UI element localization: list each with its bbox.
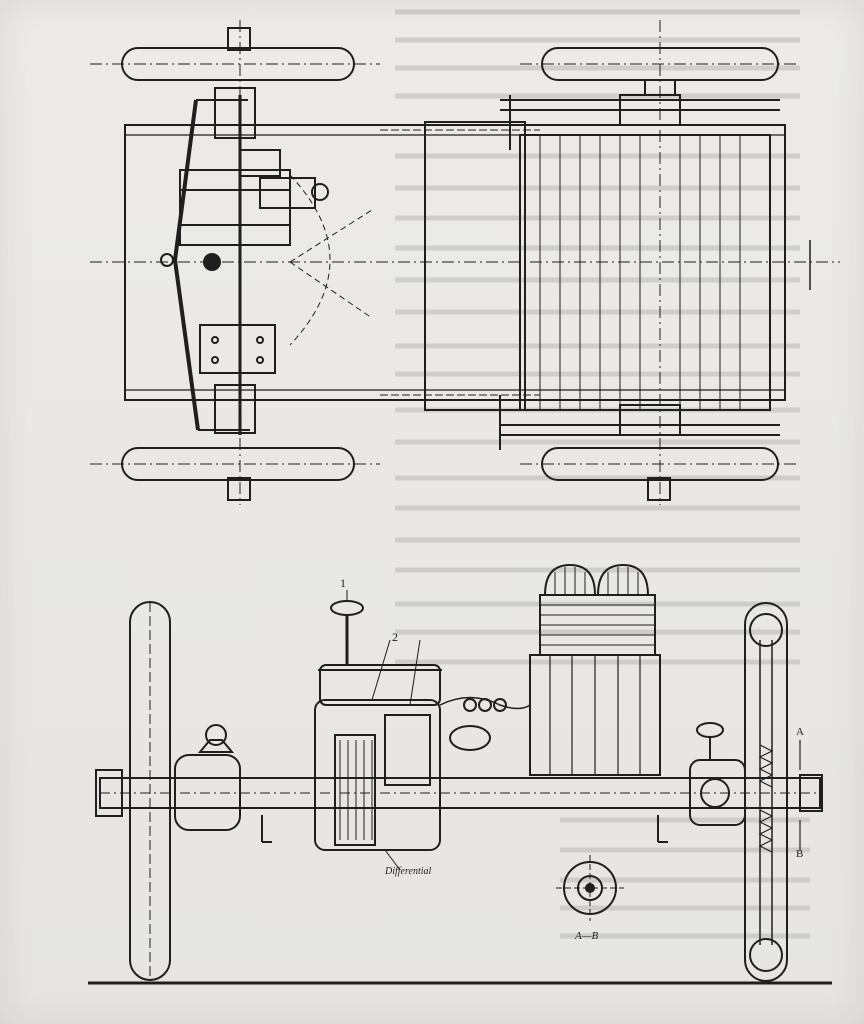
plan-view	[90, 20, 840, 505]
section-ab-label: A—B	[575, 930, 599, 942]
callout-2: 2	[392, 630, 398, 644]
rear-right-wheel-plan	[541, 447, 779, 481]
section-letter-b: B	[796, 848, 804, 860]
gearbox-plan	[424, 121, 526, 411]
front-right-wheel-plan	[121, 447, 355, 481]
mount-plate-plan	[199, 324, 276, 374]
steering-wheel-side	[330, 600, 364, 616]
callout-1: 1	[340, 576, 346, 590]
front-left-wheel-plan	[121, 47, 355, 81]
differential-label: Differential	[385, 866, 432, 877]
side-view	[88, 563, 832, 985]
differential-housing	[314, 699, 441, 851]
chassis-frame	[124, 124, 786, 401]
background-text-lines	[395, 9, 810, 939]
section-letter-a: A	[796, 726, 804, 738]
